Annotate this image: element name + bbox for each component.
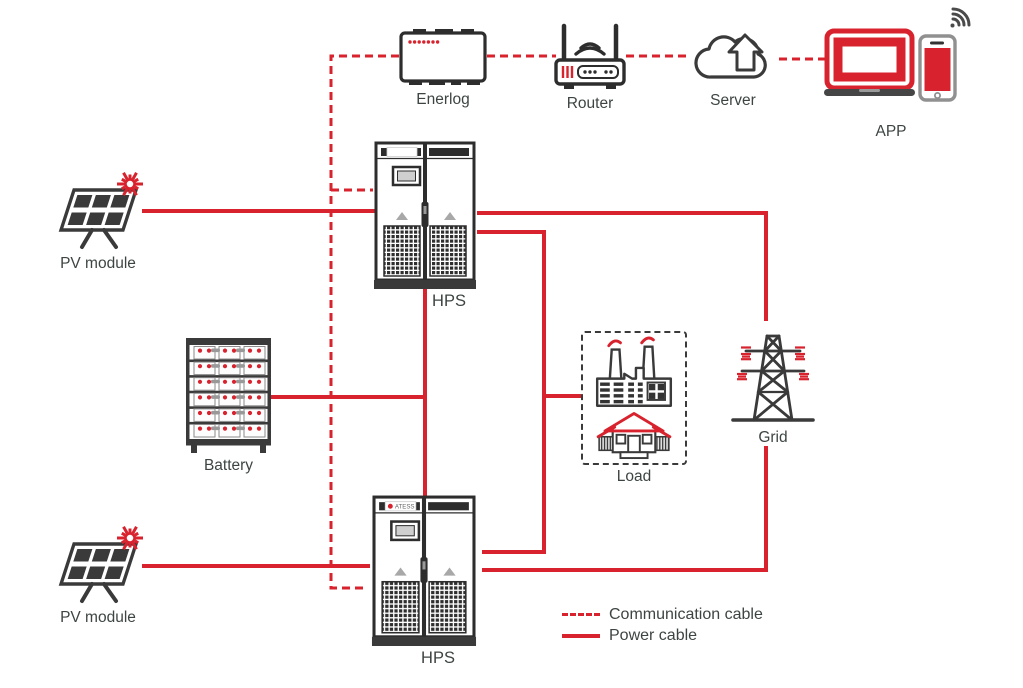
node-router: Router bbox=[552, 20, 628, 114]
legend-power-row: Power cable bbox=[562, 625, 763, 646]
sun-icon bbox=[117, 171, 143, 197]
hps-cabinet-icon bbox=[374, 141, 476, 289]
node-load: Load bbox=[581, 331, 687, 487]
hps-bottom-label: HPS bbox=[421, 649, 455, 667]
battery-label: Battery bbox=[203, 457, 254, 474]
house-icon bbox=[596, 412, 672, 460]
hps-top-label: HPS bbox=[432, 292, 466, 310]
legend-dashed-swatch bbox=[562, 613, 600, 616]
grid-label: Grid bbox=[758, 429, 788, 446]
node-grid: Grid bbox=[731, 326, 815, 448]
server-cloud-icon bbox=[694, 33, 767, 79]
legend-communication-label: Communication cable bbox=[609, 605, 763, 623]
legend-solid-swatch bbox=[562, 633, 600, 638]
node-server: Server bbox=[686, 23, 780, 111]
hps-cabinet-icon: ATESS bbox=[371, 495, 477, 646]
node-hps-top: HPS bbox=[373, 140, 477, 312]
pv-module-bottom-label: PV module bbox=[60, 609, 136, 626]
enerlog-label: Enerlog bbox=[416, 91, 470, 108]
sun-icon bbox=[117, 525, 143, 551]
legend: Communication cable Power cable bbox=[562, 604, 763, 646]
server-label: Server bbox=[710, 92, 756, 109]
legend-power-label: Power cable bbox=[609, 626, 698, 644]
upload-arrow-icon bbox=[727, 33, 764, 72]
node-enerlog: Enerlog bbox=[399, 28, 487, 110]
legend-communication-row: Communication cable bbox=[562, 604, 763, 625]
atess-flame-icon bbox=[387, 503, 393, 509]
node-pv-module-bottom: PV module bbox=[38, 520, 158, 628]
wifi-icon bbox=[950, 7, 971, 28]
tablet-icon bbox=[824, 28, 915, 96]
phone-icon bbox=[918, 34, 957, 102]
insulator-icons bbox=[737, 346, 809, 381]
pv-module-icon bbox=[58, 525, 143, 603]
load-dashed-box bbox=[581, 331, 687, 465]
power-cable-hpstop-hpsbottom-load-bus bbox=[477, 230, 546, 554]
router-label: Router bbox=[566, 95, 614, 112]
pv-module-top-label: PV module bbox=[60, 255, 136, 272]
battery-icon bbox=[186, 338, 271, 453]
node-pv-module-top: PV module bbox=[38, 166, 158, 274]
comm-cable-bus bbox=[329, 54, 399, 590]
router-icon bbox=[554, 23, 626, 89]
grid-tower-icon bbox=[731, 334, 815, 422]
node-app: APP bbox=[824, 4, 972, 142]
app-label: APP bbox=[875, 123, 907, 140]
node-hps-bottom: ATESS HPS bbox=[368, 494, 480, 669]
power-cable-hpstop-grid bbox=[477, 211, 768, 321]
hps-logo-text: ATESS bbox=[395, 504, 415, 511]
app-devices-icon bbox=[824, 7, 971, 102]
enerlog-icon bbox=[399, 29, 487, 85]
load-label: Load bbox=[616, 468, 652, 485]
pv-module-icon bbox=[58, 171, 143, 249]
power-cable-hpsbottom-grid bbox=[482, 446, 768, 572]
node-battery: Battery bbox=[186, 336, 271, 476]
factory-icon bbox=[595, 336, 673, 407]
load-icon bbox=[595, 336, 673, 460]
